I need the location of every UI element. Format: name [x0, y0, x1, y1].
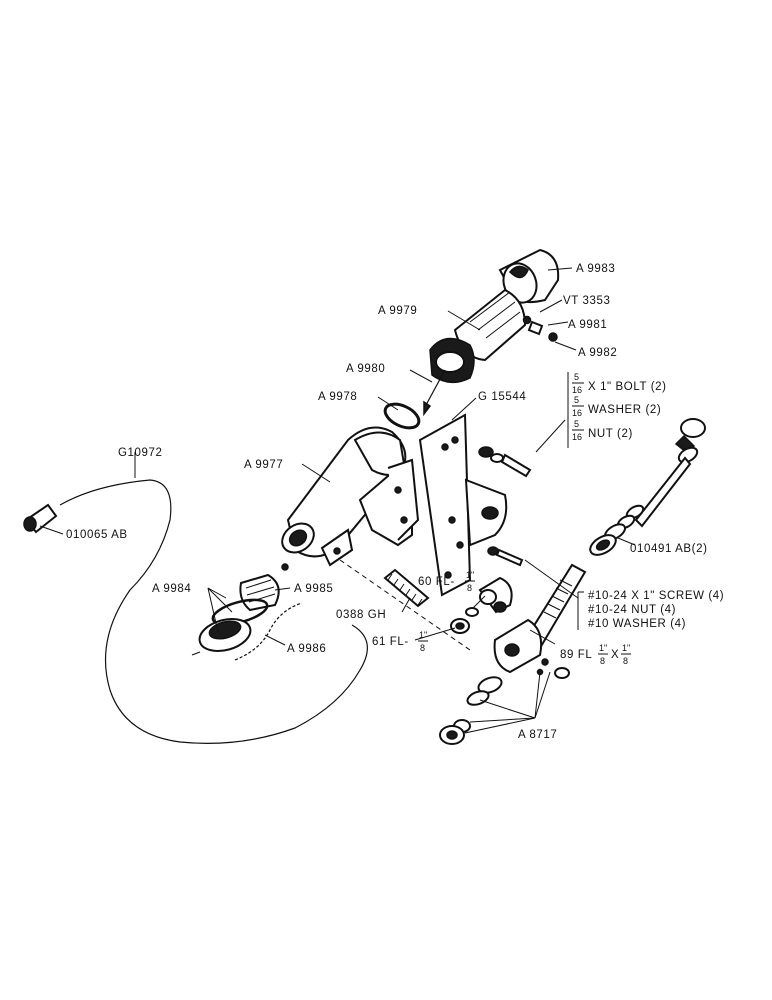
label-010491ab: 010491 AB(2) [630, 543, 708, 555]
fitting-010065ab [23, 503, 58, 534]
label-a9982: A 9982 [578, 347, 617, 359]
label-a9978: A 9978 [318, 391, 357, 403]
label-61fl: 61 FL- [372, 636, 409, 648]
bolt-assembly [478, 446, 532, 478]
fraction-60fl-num: 1" [466, 570, 474, 580]
cup-a9985 [239, 563, 289, 612]
tube-g10972 [59, 479, 368, 744]
hardware-screw: #10-24 X 1" SCREW (4) [588, 590, 724, 602]
fitting-61fl [450, 618, 470, 634]
housing-a9977 [281, 426, 420, 567]
chain-a9986 [234, 602, 303, 661]
frac-washer-den: 16 [572, 408, 582, 418]
label-a9979: A 9979 [378, 305, 417, 317]
screw-hardware-callout: #10-24 X 1" SCREW (4) #10-24 NUT (4) #10… [588, 590, 724, 630]
label-g10972: G10972 [118, 447, 163, 459]
bracket-g15544 [418, 413, 508, 597]
label-0388gh: 0388 GH [336, 609, 386, 621]
oring-a9978 [383, 402, 421, 430]
label-60fl: 60 FL- [418, 576, 455, 588]
threaded-shaft [493, 563, 587, 679]
label-89fl: 89 FL [560, 649, 592, 661]
fraction-61fl-den: 8 [420, 643, 425, 653]
shaft-a9980 [423, 369, 446, 417]
fraction-89fl-den-b: 8 [623, 656, 628, 666]
fitting-60fl [465, 607, 479, 617]
frac-washer-num: 5 [574, 395, 579, 405]
label-a9984: A 9984 [152, 583, 191, 595]
base-a9984 [198, 618, 252, 652]
bolt-hardware-callout: 5 16 X 1" BOLT (2) 5 16 WASHER (2) 5 16 … [572, 372, 667, 442]
fraction-89fl-den-a: 8 [600, 656, 605, 666]
label-a8717: A 8717 [518, 729, 557, 741]
label-a9985: A 9985 [294, 583, 333, 595]
label-g15544: G 15544 [478, 391, 526, 403]
hardware-nut: NUT (2) [588, 428, 633, 440]
fraction-60fl-den: 8 [467, 583, 472, 593]
fraction-89fl-num-a: 1" [599, 643, 607, 653]
sleeve-a9979 [429, 288, 527, 384]
hardware-bolt: X 1" BOLT (2) [588, 381, 667, 393]
screw-10-24 [487, 546, 524, 567]
cap-a9983 [498, 248, 560, 304]
label-a9983: A 9983 [576, 263, 615, 275]
cap-assembly-a8717 [439, 676, 503, 745]
small-fittings [522, 315, 558, 342]
pipe-0388gh [383, 568, 430, 608]
label-a9986: A 9986 [287, 643, 326, 655]
rod-assembly [589, 418, 706, 556]
svg-text:X: X [611, 649, 619, 661]
label-a9981: A 9981 [568, 319, 607, 331]
hardware-screw-washer: #10 WASHER (4) [588, 618, 686, 630]
frac-nut-den: 16 [572, 432, 582, 442]
label-010065ab: 010065 AB [66, 529, 128, 541]
frac-nut-num: 5 [574, 419, 579, 429]
frac-bolt-den: 16 [572, 385, 582, 395]
elbow-fitting [478, 576, 513, 614]
label-a9980: A 9980 [346, 363, 385, 375]
label-a9977: A 9977 [244, 459, 283, 471]
leader-lines [39, 267, 636, 734]
fraction-61fl-num: 1" [419, 630, 427, 640]
frac-bolt-num: 5 [574, 372, 579, 382]
hardware-washer: WASHER (2) [588, 404, 661, 416]
hardware-screw-nut: #10-24 NUT (4) [588, 604, 676, 616]
part-labels: A 9983 VT 3353 A 9979 A 9981 A 9982 A 99… [66, 263, 708, 741]
fraction-89fl-num-b: 1" [622, 643, 630, 653]
label-vt3353: VT 3353 [563, 295, 610, 307]
